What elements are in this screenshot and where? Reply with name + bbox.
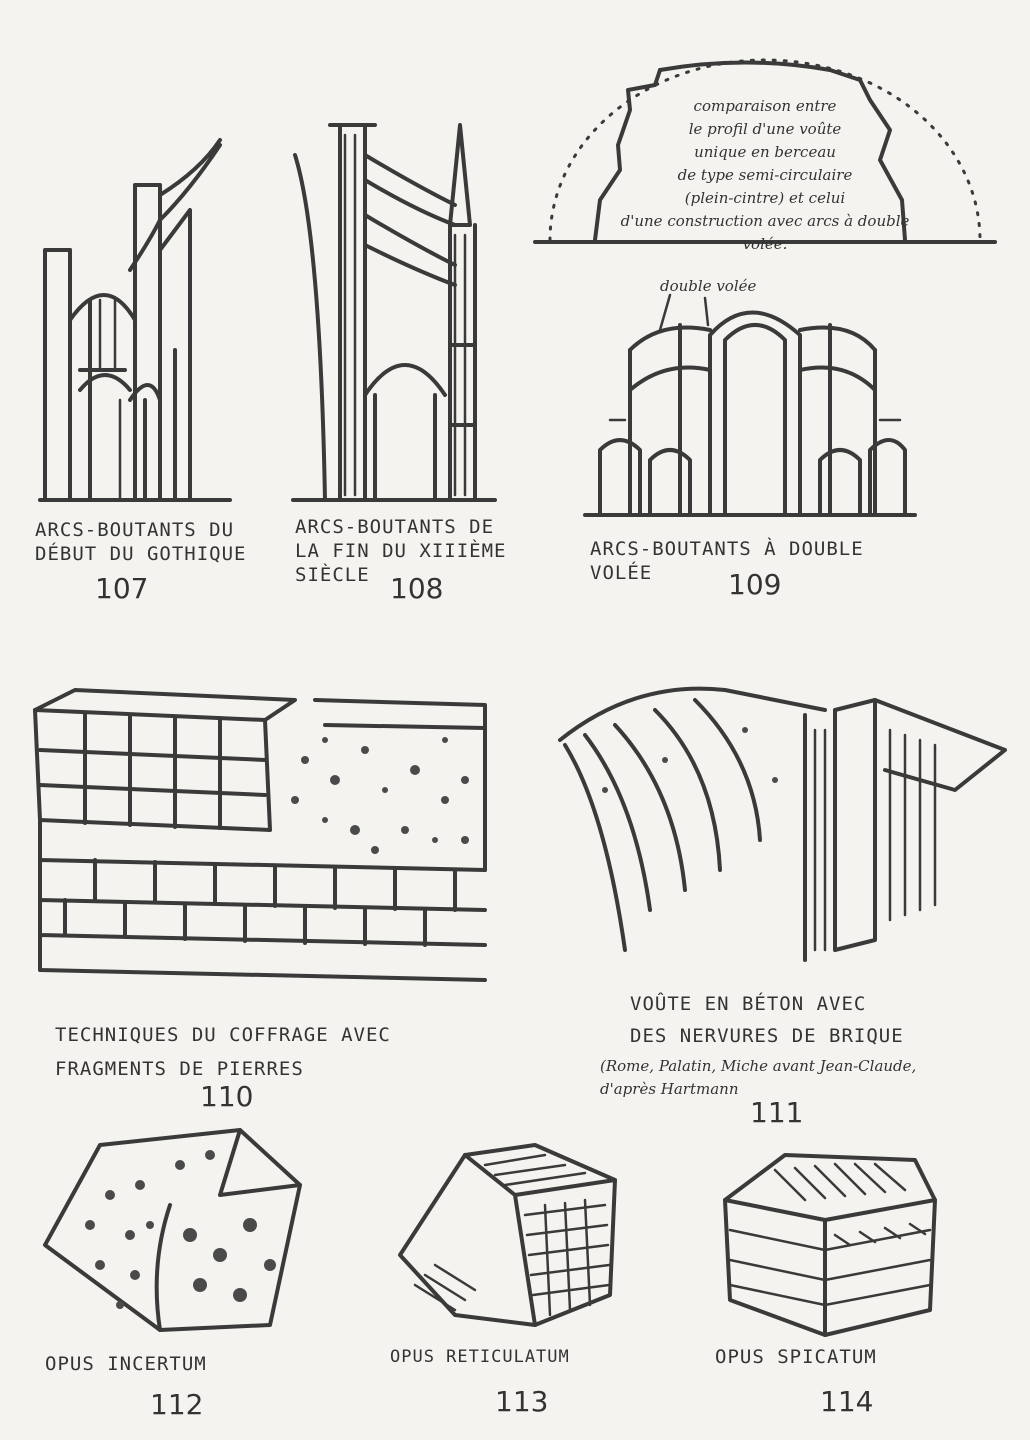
figure-112 — [40, 1125, 310, 1335]
caption-114: Opus spicatum — [715, 1346, 877, 1368]
figure-107: Arcs-boutants du début du gothique — [30, 100, 245, 565]
note-111: (Rome, Palatin, Miche avant Jean-Claude,… — [600, 1057, 917, 1098]
figure-109-comparison: comparaison entre le profil d'une voûte … — [530, 50, 1000, 253]
flying-buttress-late-13th-century-drawing — [291, 123, 497, 502]
semicircular-vault-profile-drawing — [533, 58, 997, 244]
figure-109 — [580, 290, 920, 520]
figure-110 — [25, 680, 495, 990]
caption-110: Techniques du coffrage avec fragments de… — [55, 1024, 391, 1080]
figure-111 — [545, 670, 1015, 970]
concrete-vault-brick-ribs-drawing — [558, 686, 1007, 962]
opus-spicatum-drawing — [723, 1153, 937, 1337]
figure-108: Arcs-boutants de la fin du XIIIème siècl… — [285, 95, 505, 586]
figure-number-114: 114 — [820, 1385, 874, 1418]
caption-113: Opus reticulatum — [390, 1347, 570, 1367]
opus-incertum-drawing — [43, 1128, 302, 1332]
figure-number-109: 109 — [728, 568, 782, 601]
caption-111: Voûte en béton avec des nervures de briq… — [630, 993, 904, 1047]
opus-reticulatum-drawing — [398, 1143, 617, 1327]
figure-number-110: 110 — [200, 1080, 254, 1113]
double-vol-arrow-label: double volée — [660, 277, 757, 295]
figure-number-112: 112 — [150, 1388, 204, 1421]
figure-number-107: 107 — [95, 572, 149, 605]
caption-107: Arcs-boutants du début du gothique — [35, 519, 247, 565]
figure-number-111: 111 — [750, 1096, 804, 1129]
caption-108: Arcs-boutants de la fin du XIIIème siècl… — [295, 516, 507, 586]
flying-buttress-early-gothic-drawing — [38, 138, 232, 502]
comparison-note: comparaison entre le profil d'une voûte … — [620, 97, 910, 253]
figure-number-108: 108 — [390, 572, 444, 605]
caption-112: Opus incertum — [45, 1353, 207, 1375]
figure-number-113: 113 — [495, 1385, 549, 1418]
figure-114 — [715, 1140, 945, 1340]
stone-formwork-technique-drawing — [33, 688, 487, 982]
caption-109: Arcs-boutants à double volée — [590, 538, 864, 584]
figure-113 — [395, 1135, 635, 1335]
double-flying-buttress-drawing — [583, 293, 917, 517]
